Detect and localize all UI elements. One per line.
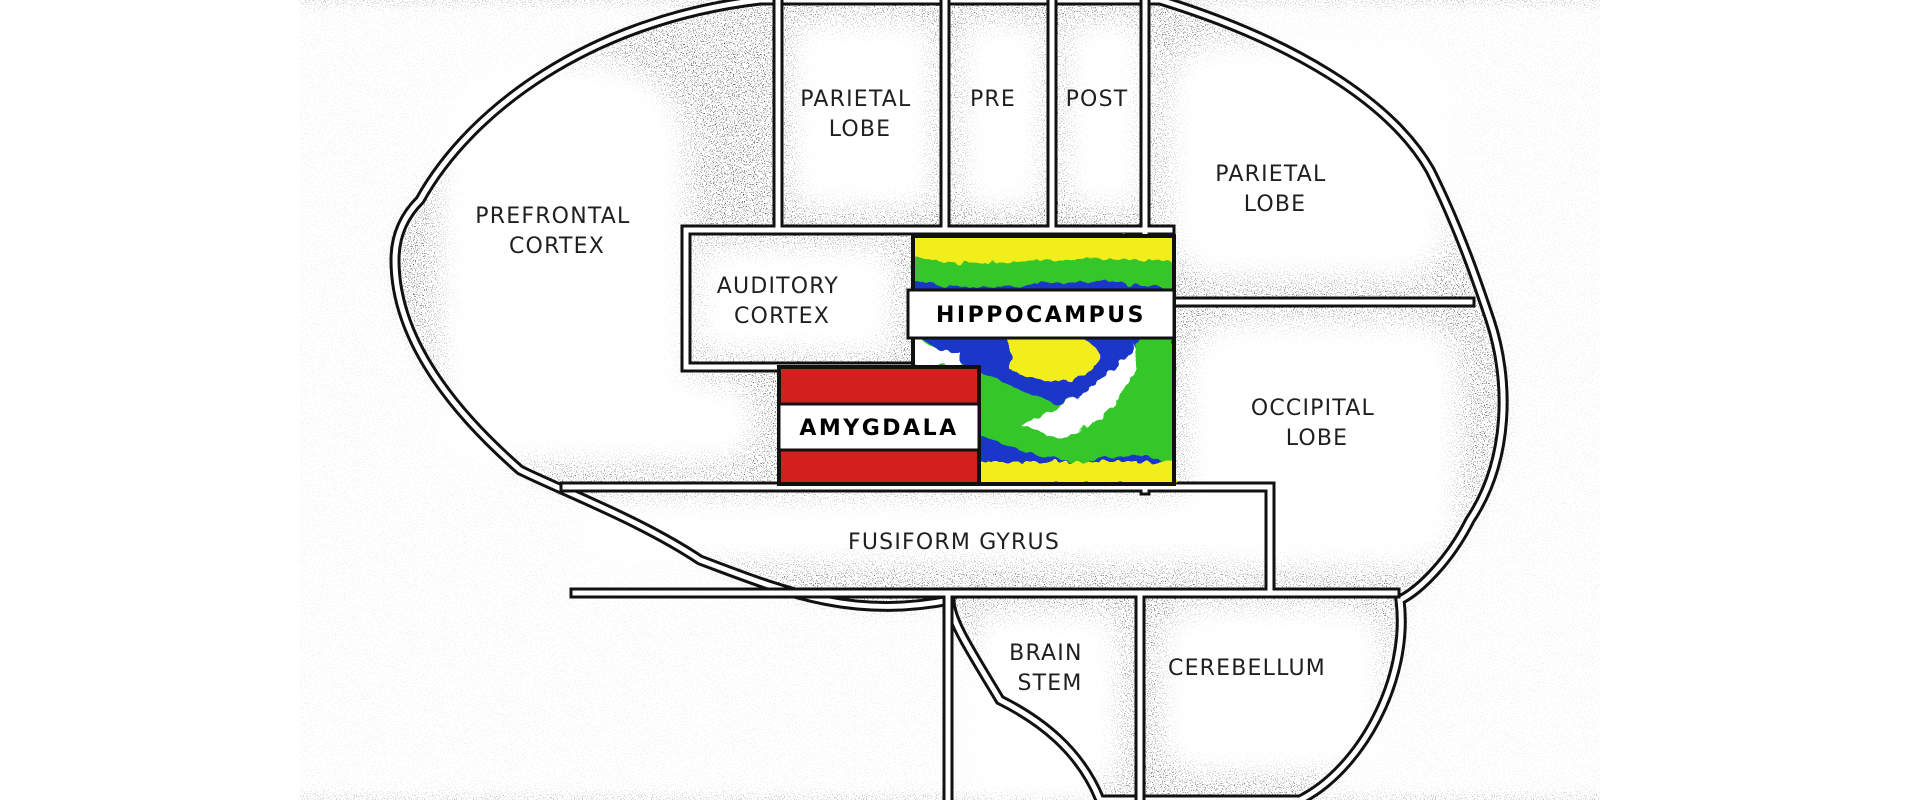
post-label: POST [1066, 87, 1129, 112]
hippocampus-tag: HIPPOCAMPUS [906, 288, 1176, 340]
hippocampus-yellow-bottom [980, 462, 1174, 484]
hippocampus-border [911, 234, 1176, 486]
hippocampus-white-streak [1020, 345, 1136, 440]
auditory-cortex-label: AUDITORY CORTEX [717, 274, 847, 329]
cerebellum-label: CEREBELLUM [1168, 656, 1326, 681]
occipital-lobe-label: OCCIPITAL LOBE [1251, 396, 1383, 451]
parietal-lobe-top-label: PARIETAL LOBE [800, 87, 919, 142]
hippocampus-green-top [913, 255, 1174, 290]
pre-label: PRE [970, 87, 1016, 112]
region-labels: PREFRONTAL CORTEX PARIETAL LOBE PRE POST… [475, 87, 1383, 696]
fusiform-gyrus-label: FUSIFORM GYRUS [848, 530, 1060, 555]
amygdala-label: AMYGDALA [799, 416, 958, 441]
amygdala-tag: AMYGDALA [777, 402, 981, 452]
hippocampus-label: HIPPOCAMPUS [936, 303, 1146, 328]
hippocampus-tag-box [906, 288, 1176, 340]
parietal-lobe-right-label: PARIETAL LOBE [1215, 162, 1334, 217]
hippocampus-yellow-core [1010, 331, 1100, 382]
prefrontal-cortex-label: PREFRONTAL CORTEX [475, 204, 638, 259]
amygdala-tag-box [777, 402, 981, 452]
hippocampus-white-left [913, 330, 960, 365]
brain-stem-label: BRAIN STEM [1009, 641, 1091, 696]
brain-outline [389, 0, 1509, 800]
